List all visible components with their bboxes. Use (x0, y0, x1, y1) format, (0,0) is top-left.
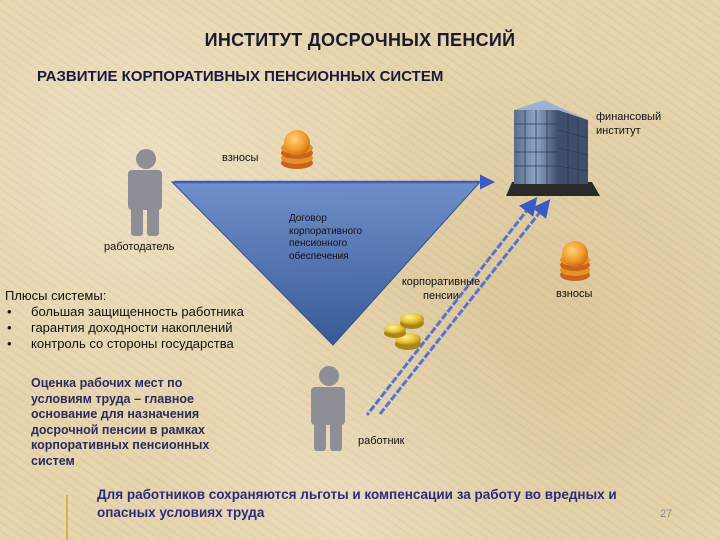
list-item: контроль со стороны государства (5, 336, 244, 352)
list-item: гарантия доходности накоплений (5, 320, 244, 336)
employer-person-icon (128, 149, 162, 236)
gold-coins-icon (384, 313, 424, 350)
pluses-block: Плюсы системы: большая защищенность рабо… (5, 288, 244, 352)
contract-label: Договор корпоративного пенсионного обесп… (289, 213, 363, 262)
pluses-heading: Плюсы системы: (5, 288, 107, 303)
corporate-pensions-label: корпоративные пенсии (401, 276, 481, 302)
assessment-note: Оценка рабочих мест по условиям труда – … (31, 376, 210, 468)
financial-building-icon (506, 100, 600, 196)
contributions-right-label: взносы (556, 288, 593, 300)
pluses-list: большая защищенность работника гарантия … (5, 304, 244, 352)
footer-text: Для работников сохраняются льготы и комп… (97, 487, 617, 520)
employer-label: работодатель (104, 241, 175, 253)
page-subtitle: РАЗВИТИЕ КОРПОРАТИВНЫХ ПЕНСИОННЫХ СИСТЕМ (37, 68, 444, 85)
coins-right-icon (560, 241, 590, 281)
pension-arrow (365, 197, 538, 416)
financial-institution-label: финансовый институт (596, 111, 662, 137)
worker-person-icon (311, 366, 345, 451)
list-item: большая защищенность работника (5, 304, 244, 320)
contribution-arrow-diagonal (378, 199, 551, 415)
divider-line (66, 495, 68, 540)
worker-label: работник (358, 435, 405, 447)
page-number: 27 (660, 508, 673, 520)
contributions-top-label: взносы (222, 152, 259, 164)
page-title: ИНСТИТУТ ДОСРОЧНЫХ ПЕНСИЙ (204, 30, 516, 50)
coins-top-icon (281, 130, 313, 169)
